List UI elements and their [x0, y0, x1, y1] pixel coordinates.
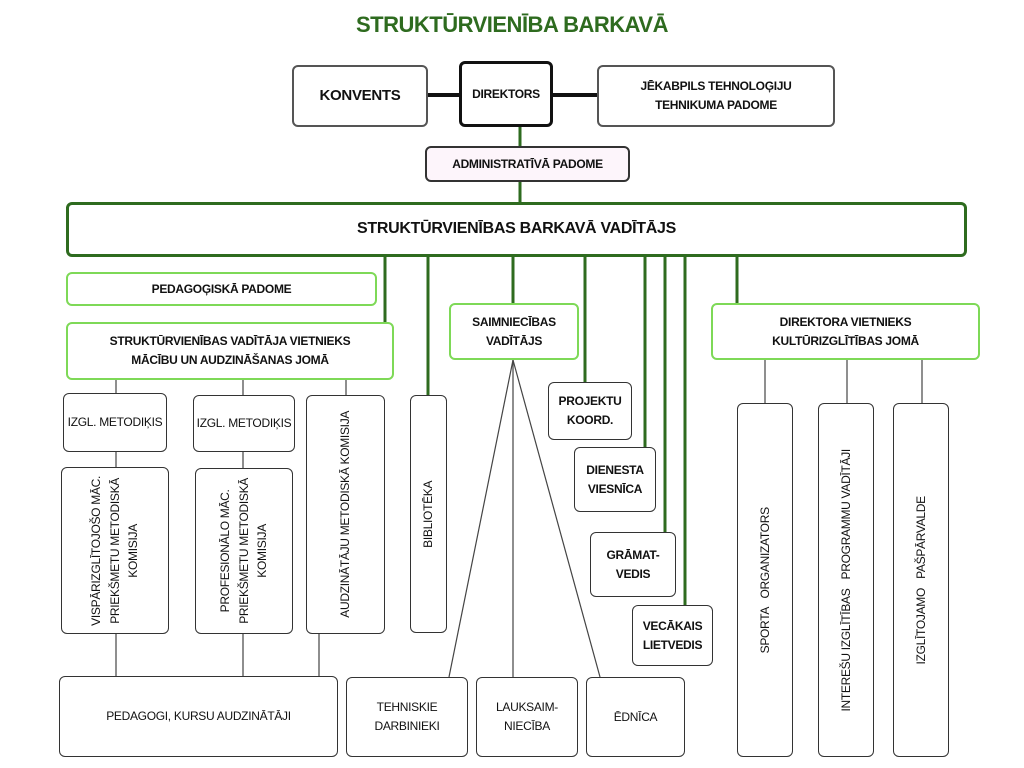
admin-label: ADMINISTRATĪVĀ PADOME — [452, 156, 603, 171]
vaditajs-label: STRUKTŪRVIENĪBAS BARKAVĀ VADĪTĀJS — [356, 220, 676, 238]
projektu-label-2: KOORD. — [566, 413, 614, 427]
izglitojamo-box: IZGLĪTOJAMO PAŠPĀRVALDE — [893, 403, 949, 757]
lauksaim-box: LAUKSAIM- NIECĪBA — [476, 677, 578, 757]
projektu-label-1: PROJEKTU — [558, 394, 622, 409]
padome-label-2: TEHNIKUMA PADOME — [655, 98, 777, 112]
metodikis2-label: IZGL. METODIĶIS — [196, 416, 292, 431]
padome-label-1: JĒKABPILS TEHNOLOĢIJU — [640, 79, 792, 94]
biblioteka-label: BIBLIOTĒKA — [421, 480, 436, 548]
vispar-label-3: KOMISIJA — [126, 523, 141, 578]
sporta-label: SPORTA ORGANIZATORS — [757, 506, 772, 654]
admin-box: ADMINISTRATĪVĀ PADOME — [425, 146, 630, 182]
vietnieks-label-2: MĀCĪBU UN AUDZINĀŠANAS JOMĀ — [131, 353, 329, 367]
padome-box: JĒKABPILS TEHNOLOĢIJU TEHNIKUMA PADOME — [597, 65, 835, 127]
audzinataju-label: AUDZINĀTĀJU METODISKĀ KOMISIJA — [338, 411, 353, 618]
chart-title: STRUKTŪRVIENĪBA BARKAVĀ — [356, 12, 669, 37]
ednica-box: ĒDNĪCA — [586, 677, 685, 757]
direktors-label: DIREKTORS — [472, 86, 540, 101]
vaditajs-box: STRUKTŪRVIENĪBAS BARKAVĀ VADĪTĀJS — [66, 202, 967, 257]
dienesta-box: DIENESTA VIESNĪCA — [574, 447, 656, 512]
lietvedis-label-1: VECĀKAIS — [642, 618, 703, 633]
saimniecibas-label-1: SAIMNIECĪBAS — [472, 314, 556, 329]
pedagogi-box: PEDAGOGI, KURSU AUDZINĀTĀJI — [59, 676, 338, 757]
sporta-box: SPORTA ORGANIZATORS — [737, 403, 793, 757]
direktors-box: DIREKTORS — [459, 61, 553, 127]
pedagogi-label: PEDAGOGI, KURSU AUDZINĀTĀJI — [106, 709, 291, 724]
tehniskie-label-1: TEHNISKIE — [376, 700, 438, 715]
prof-label-3: KOMISIJA — [255, 524, 270, 578]
konvents-label: KONVENTS — [319, 87, 401, 105]
prof-label-2: PRIEKŠMETU METODISKĀ — [236, 478, 251, 624]
interesu-box: INTEREŠU IZGLĪTĪBAS PROGRAMMU VADĪTĀJI — [818, 403, 874, 757]
pedagogiska-box: PEDAGOĢISKĀ PADOME — [66, 272, 377, 306]
dienesta-label-2: VIESNĪCA — [587, 481, 643, 496]
izglitojamo-label: IZGLĪTOJAMO PAŠPĀRVALDE — [913, 495, 928, 665]
lauksaim-label-2: NIECĪBA — [504, 719, 550, 733]
metodikis1-label: IZGL. METODIĶIS — [67, 415, 163, 430]
vispar-box: VISPĀRIZGLĪTOJOŠO MĀC.PRIEKŠMETU METODIS… — [61, 467, 169, 634]
kultur-box: DIREKTORA VIETNIEKS KULTŪRIZGLĪTĪBAS JOMĀ — [711, 303, 980, 360]
ednica-label: ĒDNĪCA — [613, 709, 658, 724]
pedagogiska-label: PEDAGOĢISKĀ PADOME — [151, 281, 292, 296]
vispar-label-2: PRIEKŠMETU METODISKĀ — [107, 477, 122, 624]
gramatvedis-label-2: VEDIS — [615, 566, 651, 581]
vietnieks-label-1: STRUKTŪRVIENĪBAS VADĪTĀJA VIETNIEKS — [109, 334, 351, 349]
vietnieks-box: STRUKTŪRVIENĪBAS VADĪTĀJA VIETNIEKS MĀCĪB… — [66, 322, 394, 380]
lietvedis-box: VECĀKAIS LIETVEDIS — [632, 605, 713, 666]
saimniecibas-label-2: VADĪTĀJS — [485, 333, 543, 348]
projektu-box: PROJEKTU KOORD. — [548, 382, 632, 440]
metodikis2-box: IZGL. METODIĶIS — [193, 395, 295, 452]
kultur-label-1: DIREKTORA VIETNIEKS — [779, 314, 912, 329]
interesu-label: INTEREŠU IZGLĪTĪBAS PROGRAMMU VADĪTĀJI — [838, 448, 853, 712]
tehniskie-label-2: DARBINIEKI — [374, 719, 440, 733]
audzinataju-box: AUDZINĀTĀJU METODISKĀ KOMISIJA — [306, 395, 385, 634]
metodikis1-box: IZGL. METODIĶIS — [63, 393, 167, 452]
kultur-label-2: KULTŪRIZGLĪTĪBAS JOMĀ — [772, 333, 919, 348]
biblioteka-box: BIBLIOTĒKA — [410, 395, 447, 633]
gramatvedis-label-1: GRĀMAT- — [606, 547, 660, 562]
prof-box: PROFESIONĀLO MĀC.PRIEKŠMETU METODISKĀ KOM… — [195, 468, 293, 634]
gramatvedis-box: GRĀMAT- VEDIS — [590, 532, 676, 597]
prof-label-1: PROFESIONĀLO MĀC. — [218, 489, 233, 613]
konvents-box: KONVENTS — [292, 65, 428, 127]
dienesta-label-1: DIENESTA — [586, 462, 644, 477]
lietvedis-label-2: LIETVEDIS — [642, 637, 703, 652]
saimniecibas-box: SAIMNIECĪBAS VADĪTĀJS — [449, 303, 579, 360]
tehniskie-box: TEHNISKIE DARBINIEKI — [346, 677, 468, 757]
vispar-label-1: VISPĀRIZGLĪTOJOŠO MĀC. — [89, 475, 104, 626]
lauksaim-label-1: LAUKSAIM- — [496, 700, 558, 715]
